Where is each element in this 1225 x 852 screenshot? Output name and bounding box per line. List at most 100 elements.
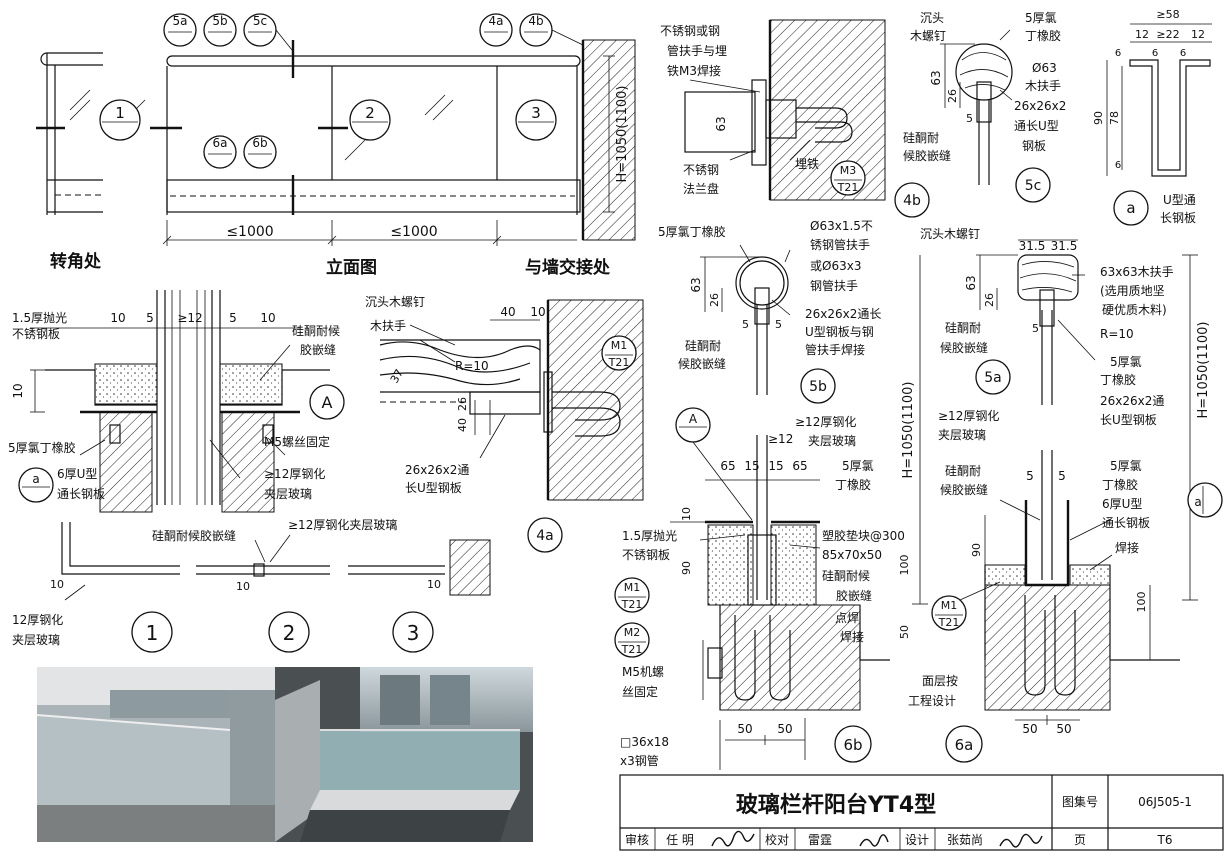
designer: 张茹尚 (947, 833, 983, 847)
4a-label-1: 沉头木螺钉 (365, 295, 425, 309)
6b-dim-50b: 50 (777, 722, 792, 736)
plan-label-3: 12厚钢化 (12, 613, 63, 627)
5c-label-2: 木螺钉 (910, 29, 946, 43)
5c-label-8: 通长U型 (1014, 119, 1059, 133)
6b-label-2: 丁橡胶 (835, 477, 871, 492)
A-label-6: 6厚U型 (57, 467, 97, 481)
6a-label-7: 焊接 (1115, 540, 1139, 555)
a-dim-3: ≥22 (1156, 28, 1179, 41)
atlas-no: 06J505-1 (1138, 795, 1192, 809)
6a-height: H=1050(1100) (1196, 322, 1211, 419)
6b-label-15: 面层按 (922, 674, 958, 688)
A-dim-1: 10 (110, 311, 125, 325)
6a-tag: 6a (955, 736, 974, 754)
A-dim-4: 5 (229, 311, 237, 325)
6b-label-1: 5厚氯 (842, 459, 874, 473)
4a-dim-5: 40 (456, 418, 469, 432)
elevation-tags (163, 13, 584, 169)
4a-m-bot: T21 (608, 356, 630, 369)
6b-label-12: 丝固定 (622, 684, 658, 699)
6b-label-3: 1.5厚抛光 (622, 528, 677, 543)
5b-dim-3: 5 (742, 318, 749, 331)
4a-dim-3: 37 (388, 367, 406, 386)
plan-num-2: 2 (283, 621, 296, 645)
5c-dim-1: 63 (929, 70, 943, 85)
6b-a-tag: A (689, 412, 698, 426)
detail-A (18, 290, 345, 513)
6b-label-16: 工程设计 (908, 693, 956, 708)
A-dim-5: 10 (260, 311, 275, 325)
5c-label-3: 5厚氯 (1025, 11, 1057, 25)
page-label: 页 (1074, 833, 1086, 847)
4b-tag: 4b (903, 193, 921, 209)
5b-label-7: U型钢板与钢 (805, 325, 874, 339)
6b-dim-50: 50 (898, 625, 911, 639)
5a-label-4: 硬优质木料) (1102, 303, 1167, 317)
5a-dim-2: 31.5 (1051, 239, 1078, 253)
A-label-10: 夹层玻璃 (264, 487, 312, 501)
6b-m2-top: M2 (624, 626, 641, 639)
5a-label-13: 夹层玻璃 (938, 428, 986, 442)
6b-height: H=1050(1100) (901, 382, 916, 479)
5a-label-11: 候胶嵌缝 (940, 340, 988, 355)
photo-right (275, 667, 533, 842)
a-dim-6: 6 (1180, 48, 1186, 59)
6b-m2-bot: T21 (621, 643, 643, 656)
A-label-1: 1.5厚抛光 (12, 310, 67, 325)
a-dim-7: 6 (1115, 48, 1121, 59)
6a-ref: a (1194, 495, 1201, 509)
a-dim-2: 12 (1135, 28, 1149, 41)
A-label-8: M5螺丝固定 (264, 434, 330, 449)
6a-dim-1: 5 (1026, 469, 1034, 483)
elev-dim-2: ≤1000 (390, 224, 437, 240)
elev-tag-5c: 5c (253, 14, 267, 28)
5b-dim-2: 26 (708, 293, 721, 307)
elev-dim-1: ≤1000 (226, 224, 273, 240)
4b-m-bot: T21 (837, 181, 859, 194)
detail-6a (931, 450, 1223, 763)
5a-label-3: (选用质地坚 (1100, 284, 1165, 298)
4b-m-top: M3 (840, 164, 857, 177)
5a-dim-1: 31.5 (1019, 239, 1046, 253)
5b-label-2: Ø63x1.5不 (810, 219, 873, 233)
detail-a (1106, 23, 1212, 226)
4b-label-4: 不锈钢 (683, 163, 719, 177)
6a-label-2: 候胶嵌缝 (940, 482, 988, 497)
6b-label-5: 塑胶垫块@300 (822, 528, 905, 543)
5a-dim-5: 5 (1032, 322, 1039, 335)
5a-dim-4: 26 (983, 293, 996, 307)
A-label-3: 硅酮耐候 (292, 324, 340, 338)
5b-label-11: ≥12厚钢化 (795, 415, 856, 429)
A-label-5: 5厚氯丁橡胶 (8, 440, 76, 455)
elev-num-2: 2 (365, 104, 375, 122)
5c-label-4: 丁橡胶 (1025, 28, 1061, 43)
section-plan (61, 522, 491, 653)
4a-m-top: M1 (611, 339, 628, 352)
6a-dim-2: 5 (1058, 469, 1066, 483)
6b-label-6: 85x70x50 (822, 548, 882, 562)
sheet-title: 玻璃栏杆阳台YT4型 (736, 792, 936, 818)
5c-tag: 5c (1025, 178, 1042, 194)
plan-dim-2: 10 (236, 580, 250, 593)
6a-label-5: 6厚U型 (1102, 497, 1142, 511)
6b-top-dim-1: 65 (720, 459, 735, 473)
6b-label-13: □36x18 (620, 735, 669, 749)
elev-height: H=1050(1100) (615, 86, 630, 183)
5b-label-4: 或Ø63x3 (810, 259, 861, 273)
caption-elevation: 立面图 (326, 257, 377, 278)
6b-glass-dim: ≥12 (768, 432, 793, 446)
detail-5c (940, 29, 1051, 203)
5a-label-12: ≥12厚钢化 (938, 409, 999, 423)
4a-dim-2: 10 (530, 305, 545, 319)
4a-label-2: 木扶手 (370, 318, 406, 333)
elevation-number-circles (99, 99, 557, 141)
4b-label-1: 不锈钢或钢 (660, 24, 720, 38)
4a-radius: R=10 (455, 359, 489, 373)
5c-label-6: 木扶手 (1025, 78, 1061, 93)
6b-label-4: 不锈钢板 (622, 548, 670, 562)
6a-dim-3: 90 (970, 543, 983, 557)
plan-dim-1: 10 (50, 578, 64, 591)
elevation-view (36, 13, 636, 246)
4b-dim-1: 63 (714, 116, 728, 131)
